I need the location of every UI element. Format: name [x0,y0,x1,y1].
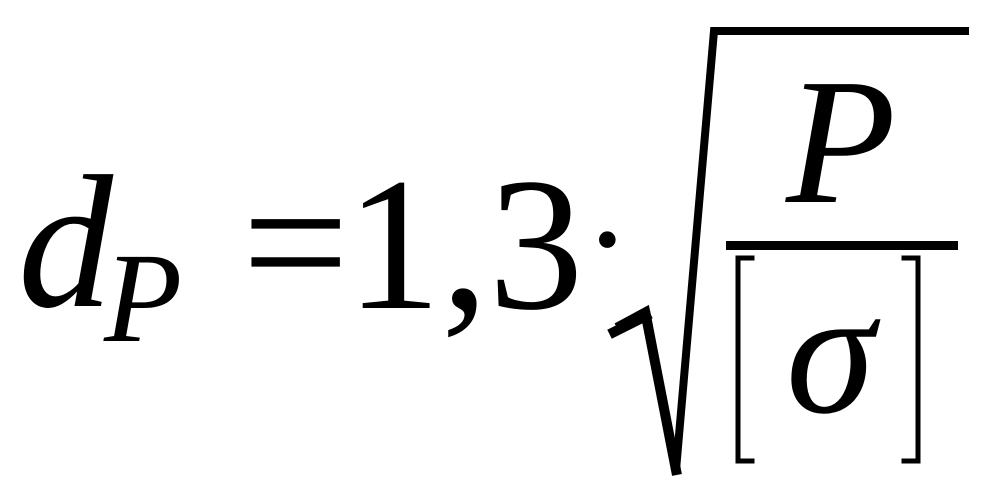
sigma-symbol: σ [786,252,875,451]
multiplication-dot: · [584,162,631,317]
coefficient: 1,3 [346,140,584,350]
numerator-p: P [786,42,896,241]
fraction-bar [726,241,958,250]
equals-sign: = [242,138,350,348]
subscript-p: P [104,227,183,369]
variable-d: d [18,138,113,348]
